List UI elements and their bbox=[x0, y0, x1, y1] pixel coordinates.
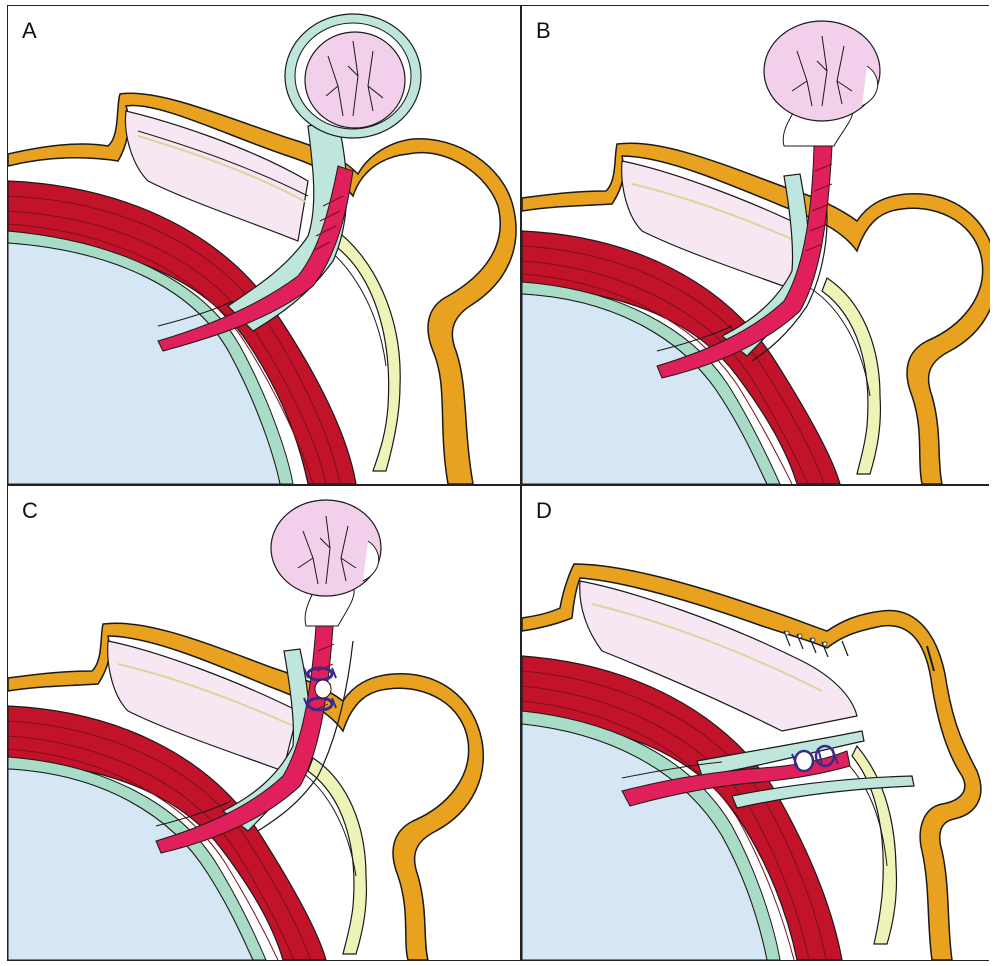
panel-a: A bbox=[8, 6, 520, 484]
yellow-layer bbox=[308, 758, 366, 954]
panel-c-drawing bbox=[8, 486, 520, 960]
panel-a-label: A bbox=[22, 18, 37, 44]
anatomical-figure: A B bbox=[7, 5, 989, 961]
panel-b-drawing bbox=[522, 6, 990, 484]
panel-b-label: B bbox=[536, 18, 551, 44]
cyst bbox=[305, 32, 405, 128]
yellow-layer bbox=[822, 278, 880, 474]
panel-d-drawing bbox=[522, 486, 990, 960]
yellow-layer bbox=[852, 746, 897, 944]
panel-c-label: C bbox=[22, 498, 38, 524]
panel-b: B bbox=[522, 6, 990, 484]
panel-d-label: D bbox=[536, 498, 552, 524]
panel-d: D bbox=[522, 486, 990, 960]
panel-a-drawing bbox=[8, 6, 520, 484]
panel-c: C bbox=[8, 486, 520, 960]
vertical-divider bbox=[520, 6, 522, 960]
horizontal-divider bbox=[8, 484, 988, 486]
